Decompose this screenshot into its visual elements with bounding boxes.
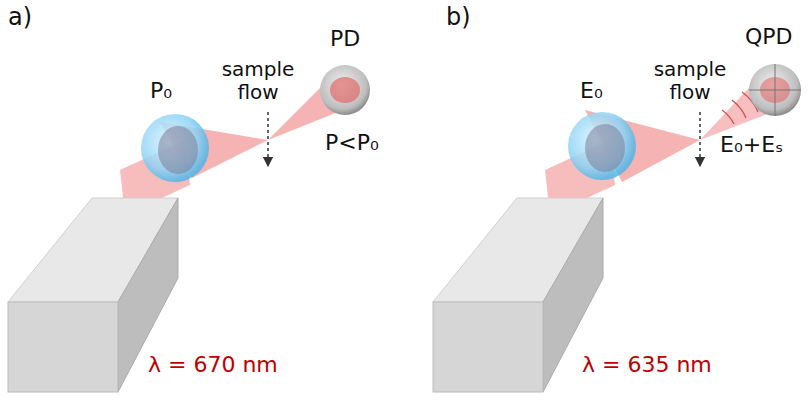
detector-label: PD [330, 26, 360, 51]
panel-label: a) [8, 4, 32, 32]
wavelength-label: λ = 670 nm [148, 352, 278, 377]
lens-b [568, 112, 636, 180]
lens-a [141, 114, 209, 182]
flow-label: sample flow [213, 58, 303, 104]
panel-label: b) [446, 4, 471, 32]
wavelength-label: λ = 635 nm [582, 352, 712, 377]
power-label: P₀ [150, 78, 172, 103]
photodiode [320, 65, 370, 115]
flow-arrow [267, 112, 269, 162]
field-label: E₀+Eₛ [720, 132, 783, 157]
flow-label: sample flow [645, 58, 735, 104]
detector-label: QPD [745, 24, 793, 49]
field-label: E₀ [580, 78, 603, 103]
quadrant-photodiode [749, 64, 801, 116]
power-label: P<P₀ [325, 130, 379, 155]
flow-arrow [699, 112, 701, 162]
